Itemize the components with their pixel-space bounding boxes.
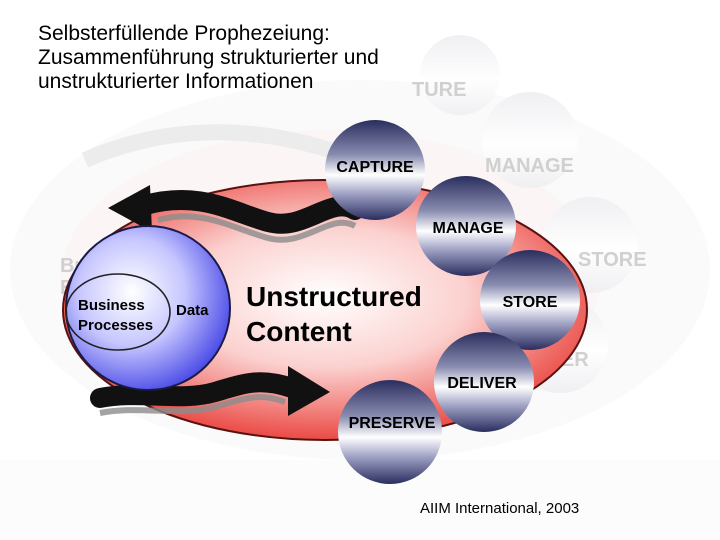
arrow-right-bottom bbox=[90, 366, 330, 416]
content-label: Content bbox=[246, 316, 352, 347]
stage-manage: MANAGE bbox=[416, 176, 516, 276]
label-business: Business bbox=[78, 297, 145, 314]
source-credit: AIIM International, 2003 bbox=[420, 500, 580, 517]
label-deliver: DELIVER bbox=[447, 375, 517, 392]
stage-capture: CAPTURE bbox=[325, 120, 425, 220]
ghost-label-store: STORE bbox=[578, 249, 647, 271]
label-manage: MANAGE bbox=[432, 220, 503, 237]
title-line-2: Zusammenführung strukturierter und bbox=[38, 46, 379, 69]
arrow-left-top bbox=[108, 185, 365, 243]
stage-deliver: DELIVER bbox=[434, 332, 534, 432]
title-line-1: Selbsterfüllende Prophezeiung: bbox=[38, 22, 330, 45]
label-store: STORE bbox=[503, 294, 558, 311]
title-line-3: unstrukturierter Informationen bbox=[38, 70, 314, 93]
slide-title: Selbsterfüllende Prophezeiung: Zusammenf… bbox=[38, 22, 558, 94]
stage-preserve: PRESERVE bbox=[338, 380, 442, 484]
business-processes-ellipse bbox=[65, 273, 171, 351]
ghost-label-capture: TURE bbox=[412, 79, 466, 101]
label-data: Data bbox=[176, 302, 209, 319]
label-processes: Processes bbox=[78, 317, 153, 334]
stage-store: STORE bbox=[480, 250, 580, 350]
unstructured-label: Unstructured bbox=[246, 281, 422, 312]
label-preserve: PRESERVE bbox=[349, 415, 436, 432]
label-capture: CAPTURE bbox=[336, 159, 414, 176]
ghost-label-manage: MANAGE bbox=[485, 155, 574, 177]
